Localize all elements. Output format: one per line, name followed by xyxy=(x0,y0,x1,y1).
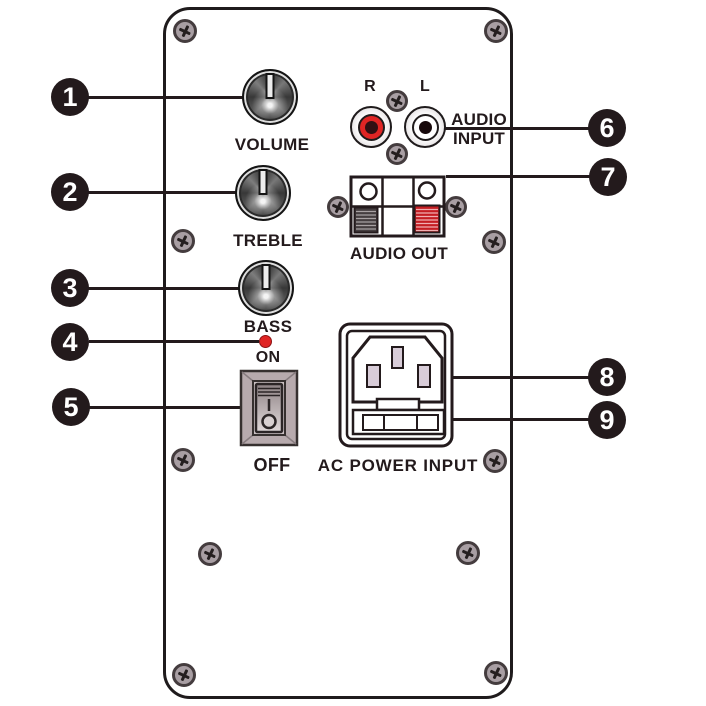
leader-line-2 xyxy=(88,191,236,194)
phillips-cross-icon xyxy=(386,143,407,164)
rca-jack-left xyxy=(404,106,446,148)
callout-8: 8 xyxy=(588,358,626,396)
rca-jack-right xyxy=(350,106,392,148)
phillips-cross-icon xyxy=(171,229,195,253)
phillips-cross-icon xyxy=(327,196,348,217)
audio-out-label: AUDIO OUT xyxy=(349,244,449,263)
callout-1: 1 xyxy=(51,78,89,116)
audio-input-label-line1: AUDIO xyxy=(451,110,507,129)
volume-knob xyxy=(242,69,298,125)
ac-power-input-label: AC POWER INPUT xyxy=(317,456,479,475)
treble-label: TREBLE xyxy=(233,231,303,250)
leader-line-7 xyxy=(446,175,591,178)
bass-label: BASS xyxy=(243,317,293,336)
leader-line-4 xyxy=(89,340,259,343)
callout-4: 4 xyxy=(51,323,89,361)
fuse-icon xyxy=(362,414,439,431)
leader-line-8 xyxy=(453,376,590,379)
phillips-cross-icon xyxy=(484,661,508,685)
phillips-cross-icon xyxy=(172,663,196,687)
screw-icon xyxy=(456,541,480,565)
callout-6: 6 xyxy=(588,109,626,147)
screw-icon xyxy=(171,229,195,253)
phillips-cross-icon xyxy=(482,230,506,254)
rca-right-label: R xyxy=(364,78,376,95)
leader-line-1 xyxy=(88,96,243,99)
leader-line-5 xyxy=(89,406,242,409)
screw-icon xyxy=(386,143,408,165)
screw-icon xyxy=(483,449,507,473)
screw-icon xyxy=(484,661,508,685)
callout-3: 3 xyxy=(51,269,89,307)
on-label: ON xyxy=(255,349,281,366)
callout-9: 9 xyxy=(588,401,626,439)
rca-center-icon xyxy=(418,120,432,134)
rca-center-icon xyxy=(364,120,378,134)
knob-pointer-icon xyxy=(265,73,275,99)
phillips-cross-icon xyxy=(171,448,195,472)
ac-power-inlet xyxy=(338,322,454,448)
rca-ring-icon xyxy=(411,113,439,141)
off-label: OFF xyxy=(253,455,291,475)
audio-input-label: AUDIO INPUT xyxy=(449,110,509,148)
screw-icon xyxy=(484,19,508,43)
phillips-cross-icon xyxy=(386,90,407,111)
phillips-cross-icon xyxy=(173,19,197,43)
power-switch xyxy=(239,369,299,447)
screw-icon xyxy=(482,230,506,254)
screw-icon xyxy=(386,90,408,112)
bass-knob xyxy=(238,260,294,316)
panel-plate xyxy=(163,7,513,699)
phillips-cross-icon xyxy=(484,19,508,43)
terminal-hole-icon xyxy=(359,182,378,201)
screw-icon xyxy=(171,448,195,472)
leader-line-3 xyxy=(88,287,241,290)
live-pin-icon xyxy=(366,364,381,388)
callout-5: 5 xyxy=(52,388,90,426)
screw-icon xyxy=(445,196,467,218)
treble-knob xyxy=(235,165,291,221)
neutral-pin-icon xyxy=(417,364,431,388)
power-led xyxy=(259,335,272,348)
speaker-terminal-block xyxy=(349,175,446,238)
phillips-cross-icon xyxy=(198,542,222,566)
ground-pin-icon xyxy=(391,346,404,369)
volume-label: VOLUME xyxy=(234,135,310,154)
screw-icon xyxy=(327,196,349,218)
rca-ring-icon xyxy=(357,113,385,141)
phillips-cross-icon xyxy=(445,196,466,217)
audio-input-label-line2: INPUT xyxy=(453,129,505,148)
phillips-cross-icon xyxy=(456,541,480,565)
rca-left-label: L xyxy=(419,78,431,95)
leader-line-6 xyxy=(445,127,590,130)
knob-pointer-icon xyxy=(258,169,268,195)
screw-icon xyxy=(198,542,222,566)
knob-pointer-icon xyxy=(261,264,271,290)
leader-line-9 xyxy=(398,418,590,421)
callout-7: 7 xyxy=(589,158,627,196)
screw-icon xyxy=(172,663,196,687)
switch-off-marking-icon xyxy=(261,413,277,430)
terminal-hole-icon xyxy=(417,181,437,200)
negative-terminal-lever xyxy=(353,206,379,234)
phillips-cross-icon xyxy=(483,449,507,473)
screw-icon xyxy=(173,19,197,43)
callout-2: 2 xyxy=(51,173,89,211)
